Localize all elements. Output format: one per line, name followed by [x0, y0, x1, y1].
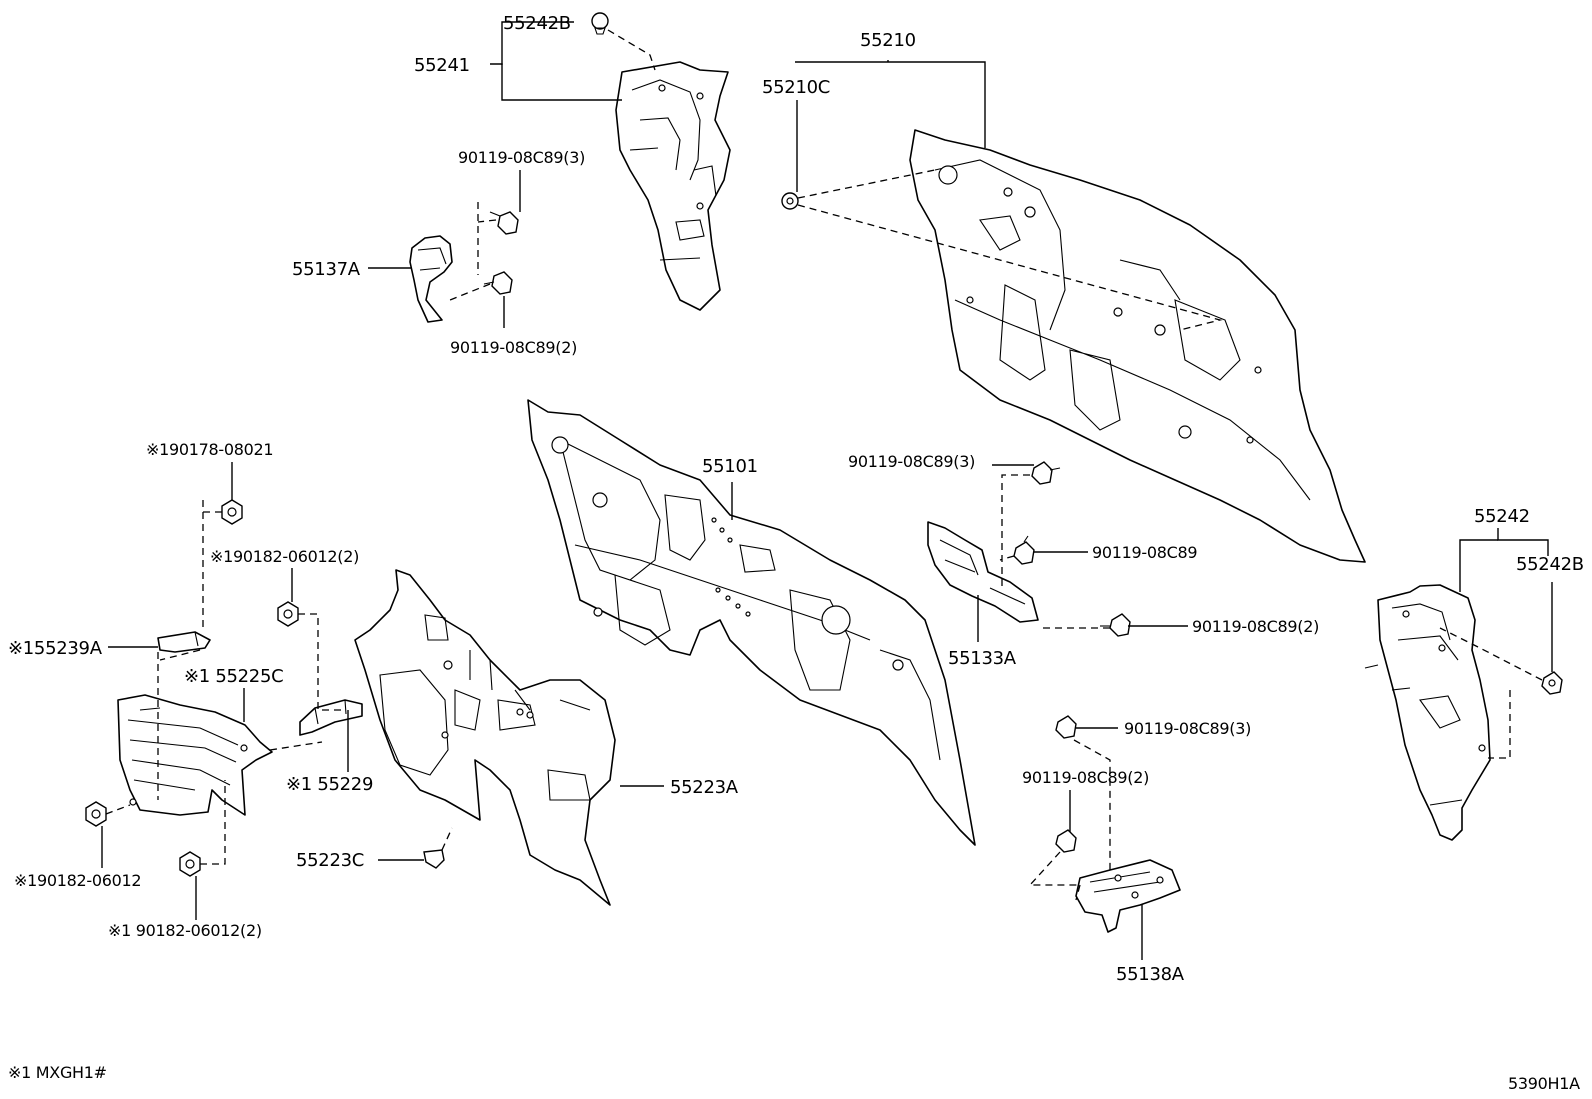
assembly-lines [105, 29, 1543, 901]
diagram-code: 5390H1A [1508, 1074, 1580, 1093]
label-55133A[interactable]: 55133A [948, 648, 1017, 669]
fastener-nut-90182-upper[interactable] [277, 601, 299, 627]
part-55223A-shape[interactable] [354, 569, 616, 906]
part-55242-shape[interactable] [1364, 584, 1491, 841]
label-55101[interactable]: 55101 [702, 456, 758, 477]
label-nut-90182-2b[interactable]: ※1 90182-06012(2) [108, 921, 262, 940]
label-55137A[interactable]: 55137A [292, 259, 361, 280]
fastener-bolt-55137A-upper[interactable] [489, 211, 519, 235]
label-55241[interactable]: 55241 [414, 55, 470, 76]
callout-labels: 55242B 55241 55210 55210C 90119-08C89(3)… [8, 13, 1584, 1093]
fastener-clip-55223C[interactable] [423, 849, 445, 869]
part-55210-shape[interactable] [909, 129, 1366, 563]
label-bolt-3-mid[interactable]: 90119-08C89(3) [848, 452, 975, 471]
part-55239A-shape[interactable] [157, 631, 211, 653]
label-bolt-2-mid[interactable]: 90119-08C89(2) [1192, 617, 1319, 636]
fastener-bolt-mid[interactable] [1013, 535, 1035, 565]
part-55225C-shape[interactable] [117, 694, 273, 816]
fastener-bolt-mid-right[interactable] [1100, 613, 1131, 637]
part-55229-shape[interactable] [299, 699, 363, 736]
label-55242B-top[interactable]: 55242B [503, 13, 571, 34]
fastener-clip-55210C[interactable] [781, 192, 799, 210]
label-bolt-3-low[interactable]: 90119-08C89(3) [1124, 719, 1251, 738]
label-bolt-mid[interactable]: 90119-08C89 [1092, 543, 1198, 562]
label-bolt-3-top[interactable]: 90119-08C89(3) [458, 148, 585, 167]
fastener-bolt-55137A-lower[interactable] [483, 271, 513, 295]
part-55138A-shape[interactable] [1075, 859, 1181, 933]
part-55133A-shape[interactable] [927, 521, 1039, 623]
label-55239A[interactable]: ※155239A [8, 638, 103, 659]
fastener-clip-55242B-top[interactable] [591, 12, 609, 35]
part-55137A-shape[interactable] [409, 235, 453, 323]
label-55138A[interactable]: 55138A [1116, 964, 1185, 985]
label-55229[interactable]: ※1 55229 [286, 774, 373, 795]
label-nut-90182-b[interactable]: ※190182-06012 [14, 871, 142, 890]
fastener-nut-90182-left[interactable] [85, 801, 107, 827]
part-55101-shape[interactable] [527, 399, 976, 846]
label-bolt-2-top[interactable]: 90119-08C89(2) [450, 338, 577, 357]
label-55242[interactable]: 55242 [1474, 506, 1530, 527]
label-55210C[interactable]: 55210C [762, 77, 830, 98]
label-55225C[interactable]: ※1 55225C [184, 666, 284, 687]
label-nut-90182-2a[interactable]: ※190182-06012(2) [210, 547, 359, 566]
fastener-nut-90178[interactable] [221, 499, 243, 525]
fastener-bolt-mid-top[interactable] [1031, 461, 1061, 485]
fastener-bolt-low-mid[interactable] [1055, 829, 1077, 853]
label-bolt-2-low[interactable]: 90119-08C89(2) [1022, 768, 1149, 787]
label-nut-90178[interactable]: ※190178-08021 [146, 440, 274, 459]
label-55223A[interactable]: 55223A [670, 777, 739, 798]
fastener-bolt-low-top[interactable] [1055, 715, 1077, 739]
leader-lines [101, 21, 1553, 960]
fastener-clip-55242B-right[interactable] [1541, 671, 1563, 695]
label-55223C[interactable]: 55223C [296, 850, 364, 871]
footnote: ※1 MXGH1# [8, 1063, 107, 1082]
label-55242B-right[interactable]: 55242B [1516, 554, 1584, 575]
fastener-nut-90182-lower[interactable] [179, 851, 201, 877]
part-55241-shape[interactable] [615, 61, 731, 311]
label-55210[interactable]: 55210 [860, 30, 916, 51]
